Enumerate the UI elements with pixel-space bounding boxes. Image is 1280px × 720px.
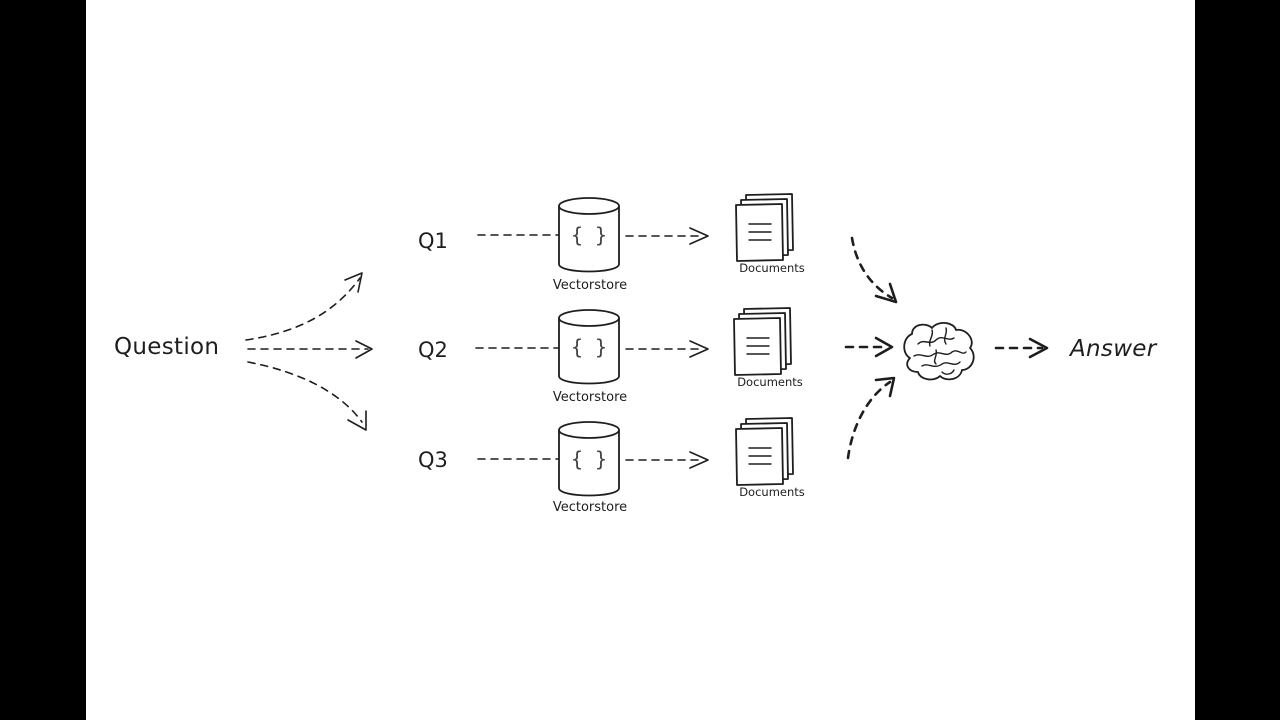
documents-label: Documents: [737, 375, 803, 389]
documents-icon: [735, 417, 794, 486]
vectorstore-icon: { }: [558, 197, 620, 273]
query-label: Q3: [418, 448, 448, 472]
query-row-1: Q1 { } Vectorstore Documents: [418, 193, 805, 293]
query-row-3: Q3 { } Vectorstore Documents: [418, 417, 805, 515]
vectorstore-label: Vectorstore: [553, 278, 627, 293]
answer-label: Answer: [1068, 336, 1158, 362]
fanout-arrow-up: [245, 272, 363, 341]
question-label: Question: [114, 334, 219, 360]
query-label: Q2: [418, 338, 448, 362]
merge-arrow-bottom: [846, 376, 896, 460]
query-row-2: Q2 { } Vectorstore Documents: [418, 307, 803, 405]
vectorstore-icon: { }: [558, 421, 620, 497]
query-label: Q1: [418, 229, 448, 253]
documents-label: Documents: [739, 261, 805, 275]
merge-arrow-top: [850, 236, 898, 304]
fanout-arrow-down: [247, 361, 367, 431]
vectorstore-symbol: { }: [571, 335, 607, 359]
documents-label: Documents: [739, 485, 805, 499]
answer-arrow: [994, 337, 1049, 359]
merge-arrow-middle: [844, 336, 894, 358]
vectorstore-symbol: { }: [571, 447, 607, 471]
vectorstore-symbol: { }: [571, 223, 607, 247]
brain-icon: [903, 322, 975, 381]
vectorstore-icon: { }: [558, 309, 620, 385]
diagram-canvas: [86, 0, 1195, 720]
vectorstore-label: Vectorstore: [553, 500, 627, 515]
documents-icon: [735, 193, 794, 262]
fanout-arrow-middle: [247, 340, 373, 359]
vectorstore-label: Vectorstore: [553, 390, 627, 405]
documents-icon: [733, 307, 792, 376]
